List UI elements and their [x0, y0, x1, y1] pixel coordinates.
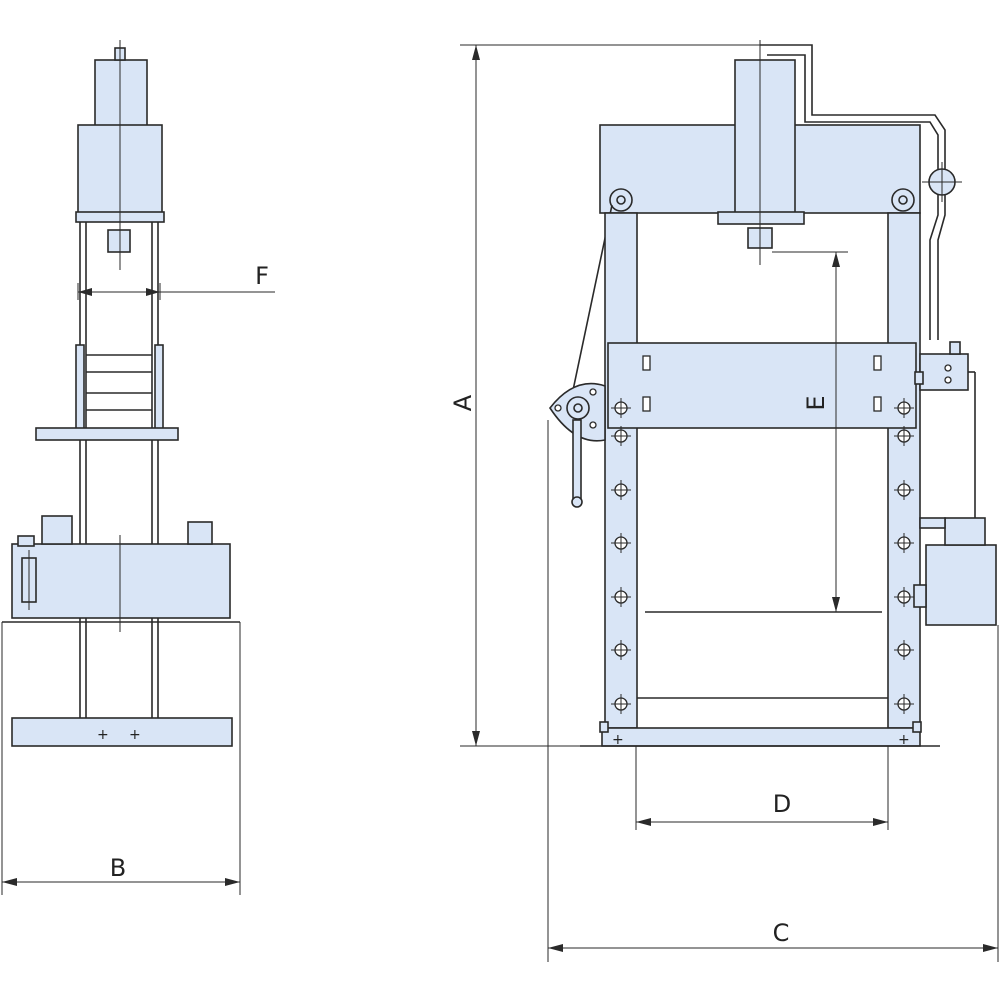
label-f: F	[255, 262, 269, 290]
front-view: + +	[549, 40, 997, 748]
dimension-a	[460, 44, 760, 747]
left-column-pin-holes	[611, 398, 631, 714]
label-c: C	[773, 919, 790, 947]
label-b: B	[110, 854, 126, 882]
side-pump-housing	[11, 543, 231, 619]
winch-handle	[572, 419, 582, 501]
side-view: + +	[2, 40, 240, 747]
hydraulic-pump-unit	[925, 544, 997, 626]
right-column-pin-holes	[894, 398, 914, 714]
label-a: A	[449, 394, 477, 411]
svg-text:+: +	[612, 732, 624, 748]
side-cylinder-top	[94, 59, 148, 127]
svg-text:+: +	[129, 727, 141, 743]
dimension-c	[547, 420, 999, 962]
label-d: D	[773, 790, 791, 818]
dimension-b	[1, 622, 241, 895]
side-table-plate	[35, 427, 179, 441]
main-cylinder	[734, 59, 796, 221]
label-e: E	[802, 395, 830, 410]
dimension-d	[635, 746, 889, 830]
side-base-plate	[11, 717, 233, 747]
side-cylinder-rod	[107, 229, 131, 253]
control-valve	[919, 353, 969, 391]
movable-table	[607, 342, 917, 429]
svg-text:+: +	[898, 732, 910, 748]
dimension-e	[645, 251, 848, 613]
front-base	[601, 727, 921, 747]
svg-text:+: +	[97, 727, 109, 743]
dimension-f	[77, 283, 275, 300]
